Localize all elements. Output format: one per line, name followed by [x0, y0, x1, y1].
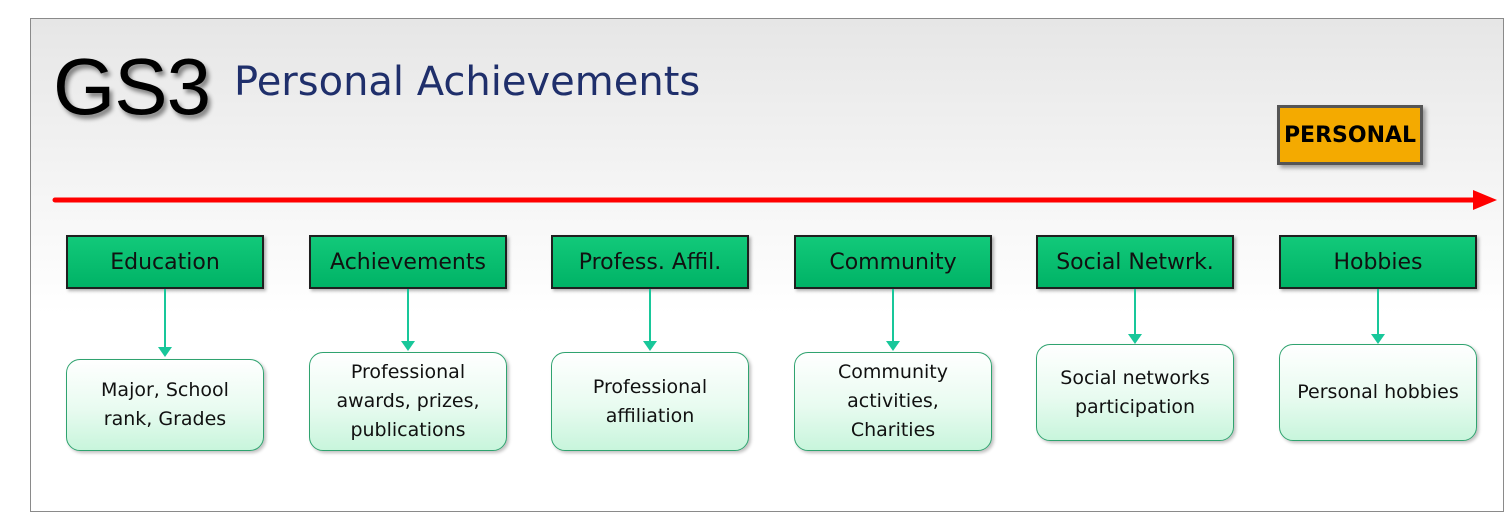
connector-arrow	[158, 289, 172, 357]
detail-professional-affiliation: Professional affiliation	[551, 352, 749, 451]
detail-achievements: Professional awards, prizes, publication…	[309, 352, 507, 451]
page-title: Personal Achievements	[234, 59, 701, 105]
connector-arrow	[643, 289, 657, 351]
category-hobbies: Hobbies	[1279, 235, 1477, 289]
detail-social-network: Social networks participation	[1036, 344, 1234, 441]
category-professional-affiliation: Profess. Affil.	[551, 235, 749, 289]
connector-arrow	[1128, 289, 1142, 344]
slide-frame: GS3 Personal Achievements PERSONAL Educa…	[30, 18, 1504, 512]
connector-arrow	[401, 289, 415, 351]
section-code: GS3	[53, 42, 211, 131]
category-badge: PERSONAL	[1277, 105, 1423, 165]
timeline-arrowhead	[1473, 190, 1497, 210]
category-achievements: Achievements	[309, 235, 507, 289]
detail-hobbies: Personal hobbies	[1279, 344, 1477, 441]
connector-arrow	[1371, 289, 1385, 344]
detail-education: Major, School rank, Grades	[66, 359, 264, 451]
connector-arrow	[886, 289, 900, 351]
detail-community: Community activities, Charities	[794, 352, 992, 451]
category-education: Education	[66, 235, 264, 289]
category-social-network: Social Netwrk.	[1036, 235, 1234, 289]
category-community: Community	[794, 235, 992, 289]
